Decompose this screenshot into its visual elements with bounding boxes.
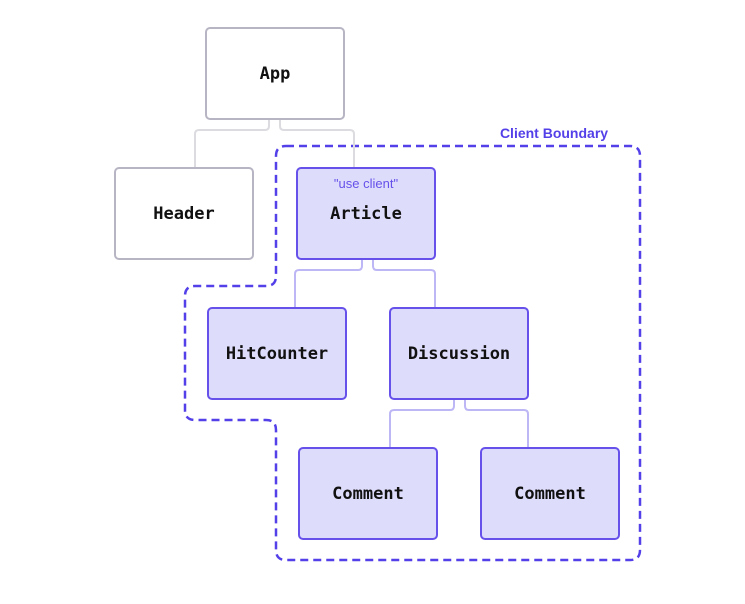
node-discussion-label: Discussion — [408, 344, 510, 364]
node-app-label: App — [260, 64, 291, 84]
node-comment-2-label: Comment — [514, 484, 586, 504]
connector-discussion-comment-1 — [389, 399, 455, 448]
node-comment-1: Comment — [298, 447, 438, 540]
client-boundary — [183, 144, 642, 562]
node-comment-2: Comment — [480, 447, 620, 540]
client-boundary-label: Client Boundary — [500, 125, 608, 141]
node-discussion: Discussion — [389, 307, 529, 400]
node-hitcounter: HitCounter — [207, 307, 347, 400]
node-header: Header — [114, 167, 254, 260]
node-header-label: Header — [153, 204, 214, 224]
connector-discussion-comment-2 — [464, 399, 529, 448]
connector-app-article — [279, 120, 355, 168]
node-hitcounter-label: HitCounter — [226, 344, 328, 364]
connector-app-header — [194, 120, 270, 168]
connector-article-discussion — [372, 259, 436, 308]
connector-article-hitcounter — [294, 259, 363, 308]
node-comment-1-label: Comment — [332, 484, 404, 504]
node-app: App — [205, 27, 345, 120]
use-client-directive: "use client" — [334, 176, 399, 191]
node-article: "use client" Article — [296, 167, 436, 260]
node-article-label: Article — [330, 204, 402, 224]
